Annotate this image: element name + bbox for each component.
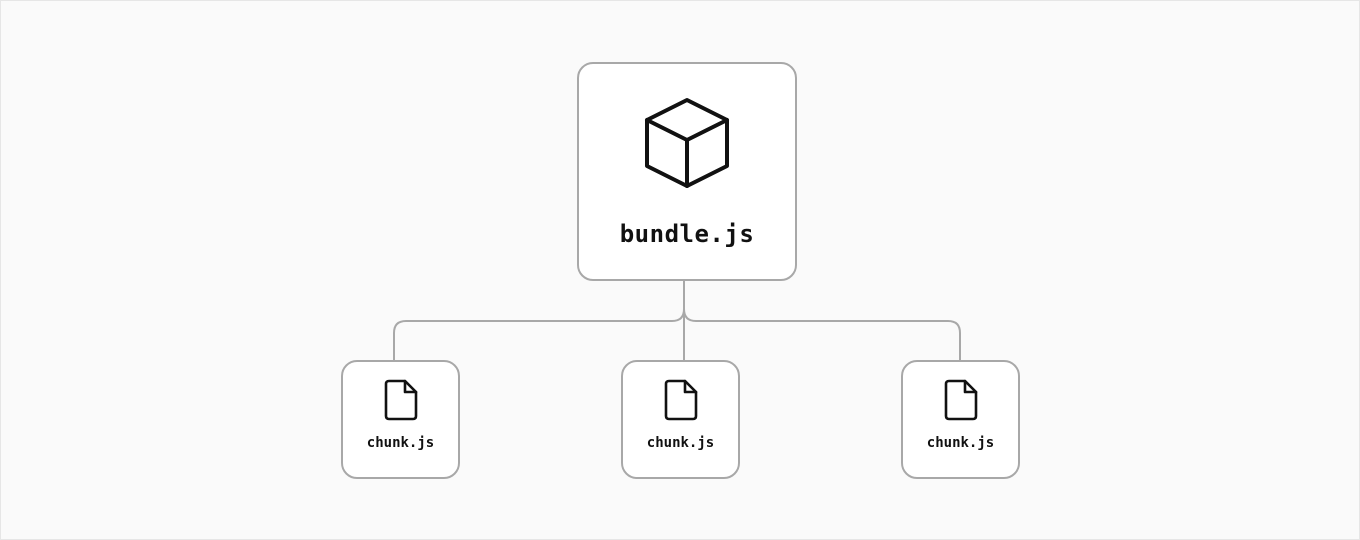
bundle-node[interactable]: bundle.js: [577, 62, 797, 281]
file-icon: [943, 379, 979, 421]
chunk-node-2[interactable]: chunk.js: [621, 360, 740, 479]
chunk-label: chunk.js: [926, 435, 995, 451]
chunk-node-1[interactable]: chunk.js: [341, 360, 460, 479]
chunk-label: chunk.js: [366, 435, 435, 451]
file-icon: [383, 379, 419, 421]
chunk-node-3[interactable]: chunk.js: [901, 360, 1020, 479]
box-icon: [643, 96, 731, 190]
connector-to-chunk-3: [683, 308, 961, 360]
file-icon: [663, 379, 699, 421]
connector-to-chunk-1: [393, 308, 685, 360]
bundle-label: bundle.js: [619, 220, 755, 248]
chunk-label: chunk.js: [646, 435, 715, 451]
